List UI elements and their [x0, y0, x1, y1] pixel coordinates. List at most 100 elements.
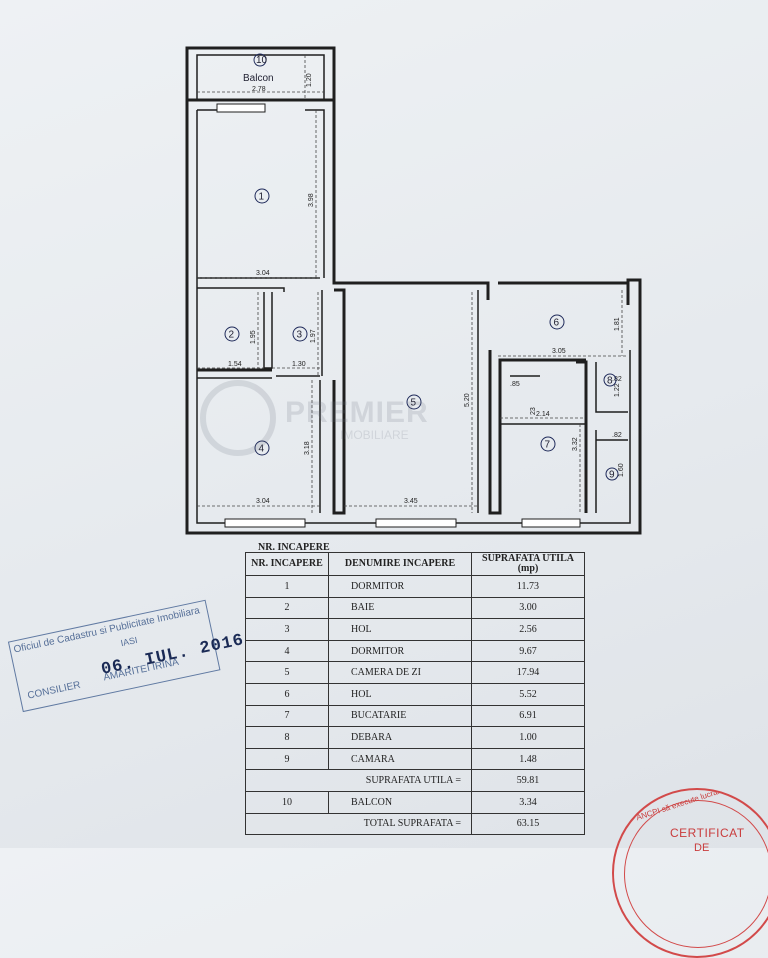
- room-9-circle: [605, 467, 619, 481]
- inner-wall-outline: [196, 110, 631, 524]
- room-area-table: NR. INCAPERE DENUMIRE INCAPERE SUPRAFATA…: [245, 552, 585, 836]
- dim-balcony-depth: 1.20: [306, 73, 313, 87]
- cell-area: 5.52: [471, 682, 585, 706]
- room-9-number: 9: [609, 470, 615, 481]
- dim-room8-height: 1.22: [614, 383, 621, 397]
- window-room-4: [224, 518, 306, 528]
- room-7-circle: [540, 436, 556, 452]
- room-10-number: 10: [256, 55, 268, 66]
- wall-room2-right: [263, 292, 273, 369]
- cell-name: BALCON: [328, 790, 472, 814]
- cell-nr: 10: [245, 790, 329, 814]
- cell-area: 1.00: [471, 726, 585, 749]
- dim-hall-height: 1.97: [310, 329, 317, 343]
- cell-name: CAMERA DE ZI: [328, 661, 472, 684]
- cell-area: 3.00: [471, 596, 585, 620]
- cell-name: HOL: [328, 618, 472, 641]
- cell-area: 2.56: [471, 618, 585, 641]
- room-7-number: 7: [545, 440, 551, 451]
- room-4-circle: [254, 440, 270, 456]
- outer-wall-main: [185, 100, 642, 535]
- interior-walls: [197, 277, 628, 515]
- dim-room5-width: 3.45: [404, 498, 418, 505]
- window-room-1: [216, 103, 266, 113]
- room-10-circle: [253, 53, 267, 67]
- dim-room9-width: .82: [612, 432, 622, 439]
- room-2-number: 2: [229, 330, 235, 341]
- room-3-number: 3: [297, 330, 303, 341]
- cell-name: DORMITOR: [328, 575, 472, 598]
- room-1-circle: [254, 188, 270, 204]
- dim-kitchen-height: 3.32: [572, 437, 579, 451]
- cell-nr: 1: [245, 575, 329, 598]
- col-nr-header: NR. INCAPERE: [245, 552, 329, 576]
- cell-nr: 2: [245, 596, 329, 620]
- dim-room4-width: 3.04: [256, 498, 270, 505]
- cell-nr: 6: [245, 682, 329, 706]
- dim-room5-height: 5.20: [464, 393, 471, 407]
- room-markers: 10 Balcon 1 2 3 4 5 6 7 8 9: [224, 53, 619, 481]
- cell-area: 17.94: [471, 661, 585, 684]
- dim-room2-height: 1.95: [250, 330, 257, 344]
- dim-hall6-width: 3.05: [552, 348, 566, 355]
- dimension-lines: [197, 110, 628, 513]
- wall-pantry-8: [595, 362, 628, 413]
- cell-area: 3.34: [471, 790, 585, 814]
- outer-walls: [185, 98, 642, 535]
- cell-nr: 7: [245, 704, 329, 728]
- cert-de: DE: [694, 842, 710, 854]
- total-value: 63.15: [471, 812, 585, 836]
- dimension-labels: 2.78 1.20 3.98 3.04 1.95 1.97 1.54 1.30 …: [228, 73, 625, 505]
- cell-name: DEBARA: [328, 726, 472, 749]
- outer-wall-top: [187, 98, 490, 300]
- balcony-row: 10 BALCON 3.34: [245, 790, 585, 814]
- table-caption: NR. INCAPERE: [258, 542, 330, 553]
- subtotal-row: SUPRAFATA UTILA = 59.81: [245, 769, 585, 792]
- cell-nr: 4: [245, 639, 329, 663]
- dim-room9-height: 1.60: [618, 463, 625, 477]
- dim-kitchen-width: 2.14: [536, 411, 550, 418]
- dim-room8-width: .82: [612, 376, 622, 383]
- cell-name: BAIE: [328, 596, 472, 620]
- room-5-number: 5: [411, 398, 417, 409]
- room-8-number: 8: [607, 376, 613, 387]
- cell-area: 6.91: [471, 704, 585, 728]
- room-4-number: 4: [259, 444, 265, 455]
- cert-title: CERTIFICAT: [670, 826, 745, 840]
- room-3-circle: [292, 326, 308, 342]
- cell-nr: 3: [245, 618, 329, 641]
- inner-wall-seg-2: [305, 109, 325, 278]
- floor-plan-drawing: 2.78 1.20 3.98 3.04 1.95 1.97 1.54 1.30 …: [185, 46, 642, 535]
- dim-hall6-height: 1.81: [614, 317, 621, 331]
- wall-kitchen-left: [488, 350, 586, 515]
- window-room-7: [521, 518, 581, 528]
- dim-nook-height: 23: [530, 407, 537, 415]
- dim-room1-height: 3.98: [308, 193, 315, 207]
- col-area-header: SUPRAFATA UTILA (mp): [471, 552, 585, 576]
- wall-living-left: [332, 288, 346, 515]
- floor-plan-document: 2.78 1.20 3.98 3.04 1.95 1.97 1.54 1.30 …: [7, 46, 768, 958]
- wall-room2-top: [197, 287, 285, 292]
- subtotal-label: SUPRAFATA UTILA =: [245, 769, 472, 792]
- windows: [216, 103, 581, 528]
- dim-room4-height: 3.18: [304, 441, 311, 455]
- certificate-stamp: ANCPI să execute lucrări de CERTIFICAT D…: [612, 788, 768, 958]
- cell-name: CAMARA: [328, 747, 472, 771]
- cell-area: 1.48: [471, 747, 585, 771]
- cell-nr: 9: [245, 747, 329, 771]
- room-6-number: 6: [554, 318, 560, 329]
- dim-room2-width: 1.54: [228, 361, 242, 368]
- room-1-number: 1: [259, 192, 265, 203]
- col-name-header: DENUMIRE INCAPERE: [328, 552, 472, 576]
- room-6-circle: [549, 314, 565, 330]
- dim-hall-width: 1.30: [292, 361, 306, 368]
- cell-name: DORMITOR: [328, 639, 472, 663]
- cell-name: BUCATARIE: [328, 704, 472, 728]
